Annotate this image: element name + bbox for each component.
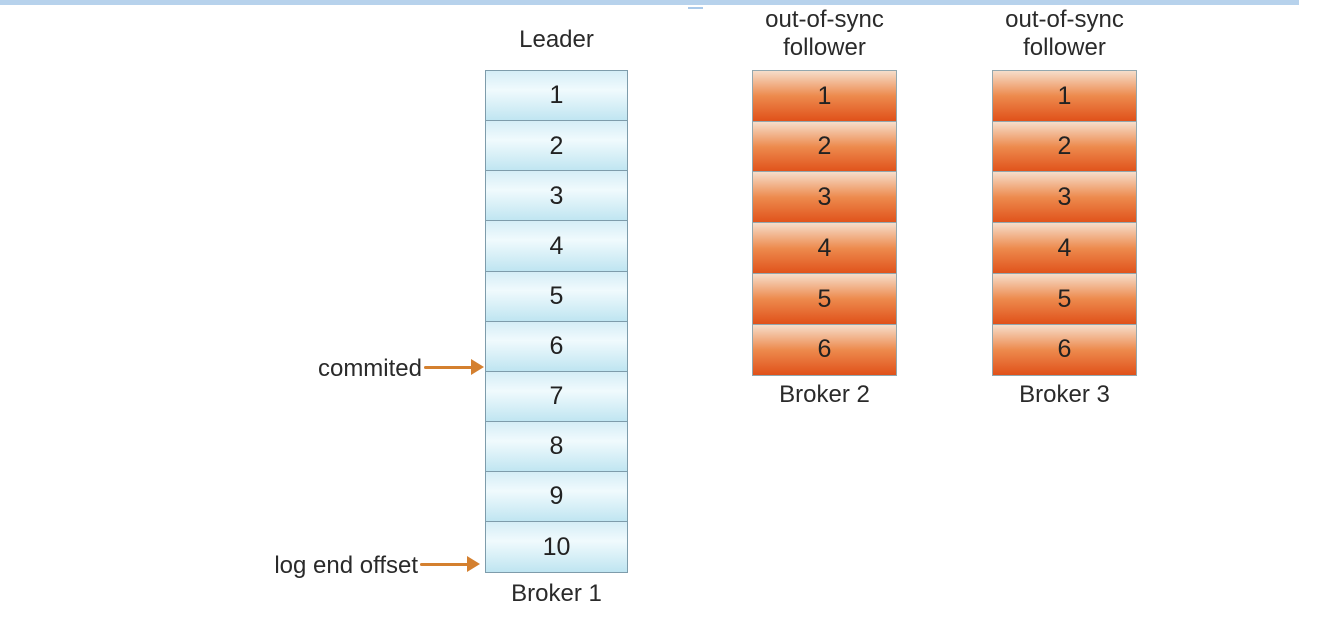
committed-label: commited bbox=[317, 355, 422, 382]
top-center-dash bbox=[688, 7, 703, 9]
follower-log-entry: 5 bbox=[752, 272, 897, 326]
leader-log-column: 1 2 3 4 5 6 7 8 9 10 bbox=[485, 70, 628, 573]
log-end-offset-label: log end offset bbox=[274, 552, 418, 579]
leader-log-entry: 9 bbox=[485, 471, 628, 523]
broker-2-label: Broker 2 bbox=[779, 381, 870, 408]
follower-2-header: out-of-sync follower bbox=[1005, 6, 1124, 61]
follower-log-entry: 4 bbox=[752, 222, 897, 275]
follower-1-header: out-of-sync follower bbox=[765, 6, 884, 61]
leader-log-entry: 3 bbox=[485, 170, 628, 223]
broker-3-label: Broker 3 bbox=[1019, 381, 1110, 408]
follower-log-entry: 6 bbox=[752, 323, 897, 376]
follower-log-entry: 3 bbox=[752, 171, 897, 224]
leader-log-entry: 4 bbox=[485, 220, 628, 273]
leader-log-entry: 2 bbox=[485, 120, 628, 172]
follower-log-entry: 5 bbox=[992, 272, 1137, 326]
follower-1-log-column: 1 2 3 4 5 6 bbox=[752, 70, 897, 376]
committed-arrow-head-icon bbox=[471, 359, 484, 375]
leader-log-entry: 6 bbox=[485, 320, 628, 373]
log-end-offset-arrow-line bbox=[420, 563, 469, 566]
leader-log-entry: 1 bbox=[485, 70, 628, 122]
follower-log-entry: 1 bbox=[752, 70, 897, 123]
leader-header: Leader bbox=[519, 26, 594, 53]
leader-log-entry: 5 bbox=[485, 270, 628, 323]
log-end-offset-arrow-head-icon bbox=[467, 556, 480, 572]
broker-1-label: Broker 1 bbox=[511, 580, 602, 607]
follower-log-entry: 4 bbox=[992, 222, 1137, 275]
leader-log-entry: 10 bbox=[485, 521, 628, 573]
follower-log-entry: 2 bbox=[752, 120, 897, 174]
leader-log-entry: 8 bbox=[485, 420, 628, 473]
follower-log-entry: 3 bbox=[992, 171, 1137, 224]
follower-log-entry: 6 bbox=[992, 323, 1137, 376]
follower-2-log-column: 1 2 3 4 5 6 bbox=[992, 70, 1137, 376]
committed-arrow-line bbox=[424, 366, 473, 369]
top-edge-strip bbox=[0, 0, 1299, 5]
follower-log-entry: 1 bbox=[992, 70, 1137, 123]
follower-log-entry: 2 bbox=[992, 120, 1137, 174]
leader-log-entry: 7 bbox=[485, 370, 628, 423]
